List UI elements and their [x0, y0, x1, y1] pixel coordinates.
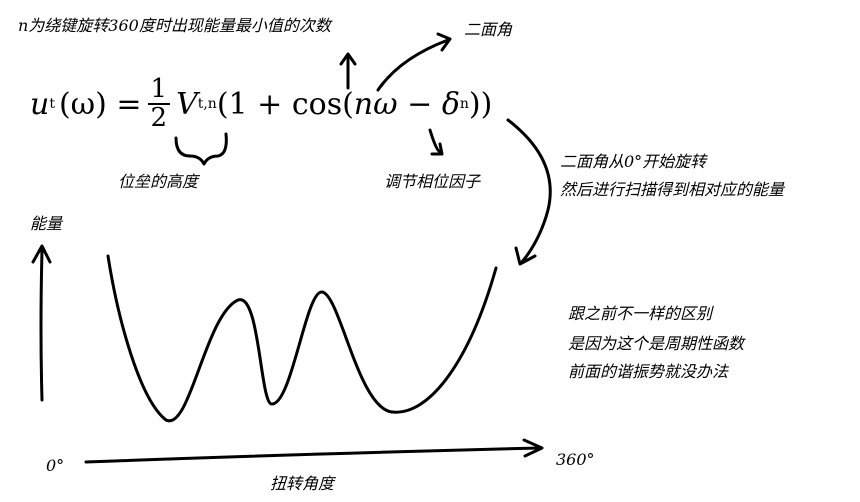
formula-fraction: 1 2	[147, 75, 171, 134]
x-axis	[84, 446, 542, 464]
formula-n: n	[353, 86, 374, 122]
formula-lhs-arg: (ω) =	[58, 86, 142, 122]
x-axis-label: 扭转角度	[270, 474, 335, 493]
y-axis-head	[31, 244, 52, 264]
arrow-to-dihedral-head	[436, 32, 452, 52]
brace-under-v	[174, 132, 228, 166]
formula-frac-den: 2	[150, 103, 168, 134]
dihedral-label: 二面角	[464, 20, 513, 39]
formula-rhs-end: ))	[468, 86, 493, 122]
x-axis-head	[522, 438, 544, 458]
formula-frac-num: 1	[147, 75, 171, 106]
diff-note-line-2: 是因为这个是周期性函数	[568, 334, 745, 353]
formula-v: V	[176, 86, 198, 122]
y-axis	[39, 248, 44, 402]
energy-curve	[106, 254, 498, 423]
formula-rhs-start: (1 + cos(	[216, 86, 354, 122]
formula-omega: ω	[373, 86, 398, 122]
x-end-label: 360°	[556, 450, 595, 469]
formula-minus: −	[397, 86, 442, 122]
formula-delta-sub: n	[459, 96, 469, 113]
formula-v-sub: t,n	[197, 96, 217, 113]
arrow-under-delta	[428, 128, 442, 154]
formula-u: u	[30, 86, 50, 122]
y-axis-label: 能量	[30, 214, 63, 233]
x-start-label: 0°	[46, 456, 65, 475]
formula-delta: δ	[441, 86, 460, 122]
scan-note-line-1: 二面角从0°开始旋转	[560, 152, 707, 171]
arrow-to-note-head	[339, 52, 357, 66]
arrow-under-delta-head	[430, 142, 444, 156]
barrier-height-label: 位垒的高度	[118, 172, 199, 191]
minima-count-note: n为绕键旋转360度时出现能量最小值的次数	[18, 16, 331, 35]
diff-note-line-1: 跟之前不一样的区别	[568, 304, 713, 323]
diff-note-line-3: 前面的谐振势就没办法	[568, 362, 729, 381]
curved-arrow-right	[506, 118, 552, 264]
arrow-to-dihedral	[376, 38, 450, 92]
scan-note-line-2: 然后进行扫描得到相对应的能量	[560, 180, 785, 199]
curved-arrow-right-head	[514, 246, 537, 266]
formula-u-sub: t	[49, 96, 55, 113]
phase-factor-label: 调节相位因子	[384, 172, 481, 191]
